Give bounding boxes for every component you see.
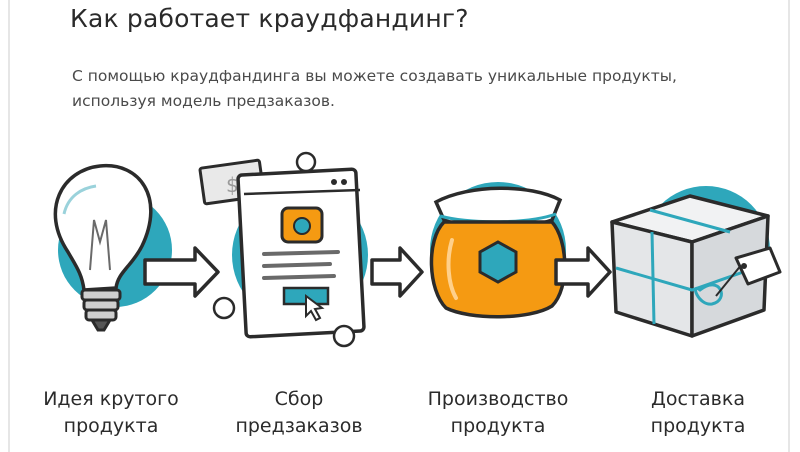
preorder-page-icon: $: [198, 151, 368, 348]
page-title: Как работает краудфандинг?: [70, 4, 469, 33]
parcel-box-icon: [610, 186, 782, 338]
subtitle-line-2: используя модель предзаказов.: [72, 92, 335, 110]
step-label-line: Производство: [427, 388, 569, 410]
step-label-line: Идея крутого: [43, 388, 179, 410]
step-label-line: продукта: [650, 415, 746, 437]
frame-left-border: [8, 0, 10, 452]
step-label-line: продукта: [63, 415, 159, 437]
arrow-1: [143, 246, 220, 298]
step-label-line: Доставка: [651, 388, 745, 410]
svg-text:$: $: [226, 173, 239, 197]
subtitle-line-1: С помощью краудфандинга вы можете создав…: [72, 67, 677, 85]
step-label-idea: Идея крутого продукта: [16, 386, 206, 440]
step-label-line: продукта: [450, 415, 546, 437]
step-label-preorders: Сбор предзаказов: [204, 386, 394, 440]
step-label-production: Производство продукта: [403, 386, 593, 440]
step-label-line: предзаказов: [235, 415, 363, 437]
process-illustration: $: [53, 151, 782, 348]
frame-right-border: [788, 0, 790, 452]
page-subtitle: С помощью краудфандинга вы можете создав…: [72, 64, 752, 114]
honey-jar-icon: [429, 182, 567, 319]
arrow-3: [554, 246, 612, 298]
lightbulb-icon: [53, 164, 172, 332]
arrow-2: [370, 246, 424, 298]
step-label-delivery: Доставка продукта: [603, 386, 793, 440]
step-label-line: Сбор: [274, 388, 324, 410]
